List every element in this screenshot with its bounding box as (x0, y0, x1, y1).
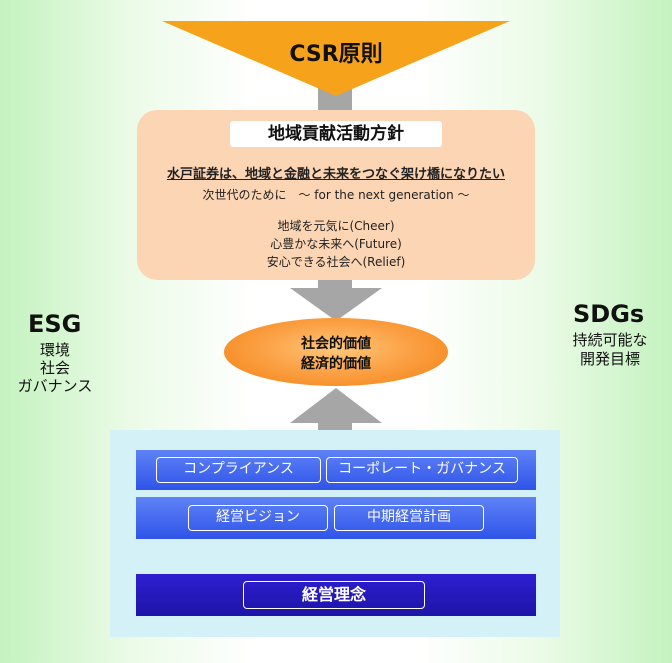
foundation-band-philosophy: 経営理念 (136, 574, 536, 616)
management-philosophy-pill: 経営理念 (243, 581, 425, 609)
sdgs-title: SDGs (573, 300, 645, 328)
up-arrow (290, 388, 382, 423)
economic-value-label: 経済的価値 (301, 356, 371, 372)
policy-point-cheer: 地域を元気に(Cheer) (277, 219, 395, 233)
esg-title: ESG (28, 310, 82, 338)
policy-title: 地域貢献活動方針 (230, 121, 442, 147)
policy-statement: 水戸証券は、地域と金融と未来をつなぐ架け橋になりたい (166, 167, 505, 182)
policy-box: 地域貢献活動方針 水戸証券は、地域と金融と未来をつなぐ架け橋になりたい 次世代の… (137, 110, 535, 280)
value-ellipse: 社会的価値 経済的価値 (224, 318, 448, 386)
esg-item-environment: 環境 (39, 341, 70, 359)
sdgs-line-2: 開発目標 (579, 350, 640, 368)
social-value-label: 社会的価値 (301, 336, 371, 352)
csr-triangle (162, 21, 510, 96)
down-arrow-head (290, 288, 382, 321)
foundation-band-vision: 経営ビジョン 中期経営計画 (136, 497, 536, 539)
esg-item-governance: ガバナンス (17, 377, 93, 395)
up-arrow-head (290, 388, 382, 423)
csr-triangle-shape (162, 21, 510, 96)
policy-tagline: 次世代のために ～ for the next generation ～ (202, 188, 470, 202)
mid-term-plan-pill: 中期経営計画 (334, 505, 484, 531)
compliance-pill: コンプライアンス (156, 457, 321, 483)
policy-point-relief: 安心できる社会へ(Relief) (266, 255, 406, 269)
corporate-governance-pill: コーポレート・ガバナンス (326, 457, 518, 483)
csr-principle-label: CSR原則 (289, 42, 383, 67)
management-vision-pill: 経営ビジョン (188, 505, 328, 531)
esg-item-social: 社会 (39, 359, 70, 377)
policy-point-future: 心豊かな未来へ(Future) (270, 237, 402, 251)
sdgs-line-1: 持続可能な (572, 331, 648, 349)
foundation-band-compliance: コンプライアンス コーポレート・ガバナンス (136, 450, 536, 490)
down-arrow (290, 288, 382, 321)
